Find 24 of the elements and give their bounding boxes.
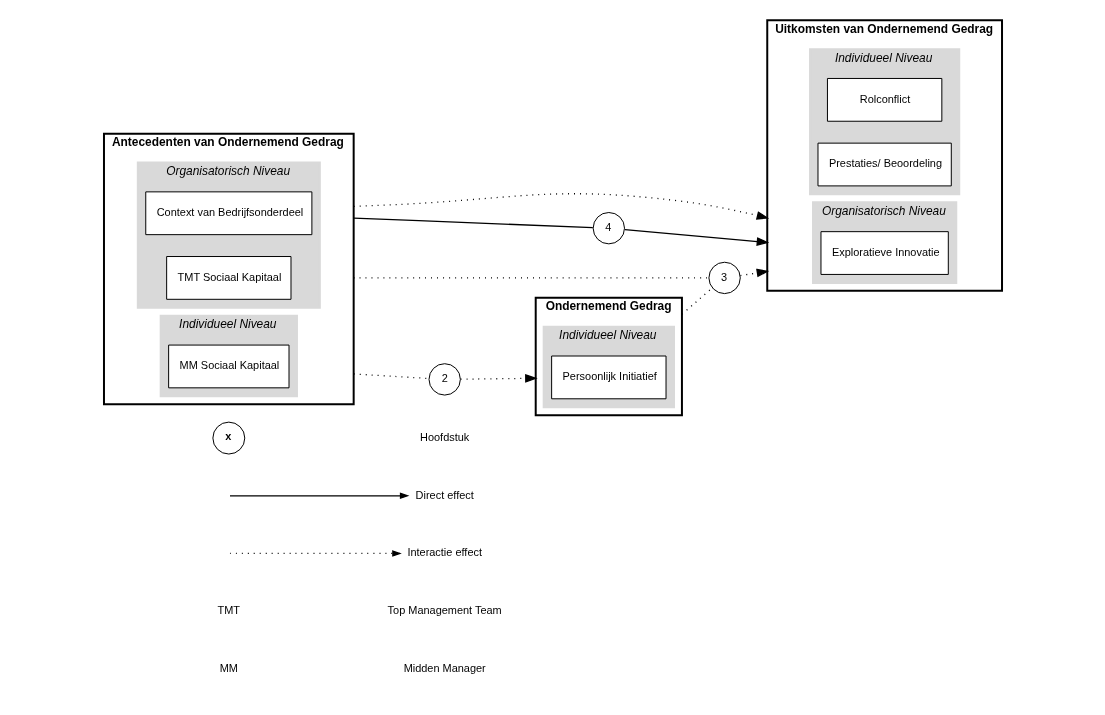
arrow xyxy=(352,193,769,220)
label: x xyxy=(224,429,231,442)
label: Top Management Team xyxy=(387,603,502,616)
node-box: TMT Sociaal Kapitaal xyxy=(165,256,291,300)
connector xyxy=(680,287,713,315)
node-circle: 4 xyxy=(592,212,625,245)
legend-label: Interactie effect xyxy=(406,546,482,559)
node-box: Exploratieve Innovatie xyxy=(819,231,949,275)
label: TMT xyxy=(217,603,240,616)
connector xyxy=(352,373,430,380)
label: Midden Manager xyxy=(403,661,486,674)
node-circle: 3 xyxy=(707,261,741,295)
node-box: Context van Bedrijfsonderdeel xyxy=(144,191,312,236)
arrow xyxy=(459,374,538,383)
node-circle: 2 xyxy=(428,363,461,396)
node-box: Persoonlijk Initiatief xyxy=(550,355,667,400)
node-box: MM Sociaal Kapitaal xyxy=(167,344,289,389)
node-box: Prestaties/ Beoordeling xyxy=(817,142,952,187)
connector xyxy=(352,217,593,229)
node-box: Rolconflict xyxy=(826,77,942,122)
arrow xyxy=(623,228,769,246)
label: MM xyxy=(219,661,238,674)
legend-label: Hoofdstuk xyxy=(419,430,469,443)
legend-label: Direct effect xyxy=(415,488,474,501)
